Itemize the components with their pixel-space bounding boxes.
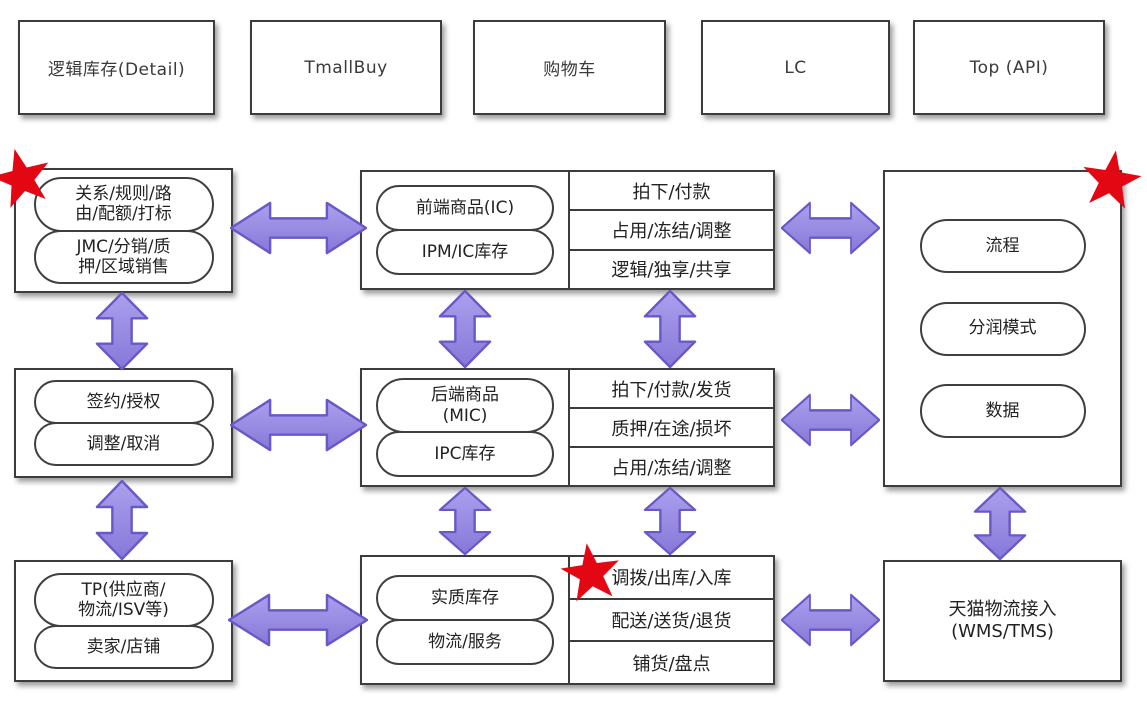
center-row3-cells: 调拨/出库/入库 配送/送货/退货 铺货/盘点 [570,557,773,683]
top-box-tmallbuy: TmallBuy [250,20,442,115]
v-arrow-center-right-row1-row2 [643,290,697,368]
top-box-label: 购物车 [543,60,596,80]
center-box-row2: 后端商品 (MIC) IPC库存 拍下/付款/发货 质押/在途/损坏 占用/冻结… [360,368,775,487]
cell-order-pay: 拍下/付款 [570,172,773,212]
v-arrow-right-main-bottom [973,487,1027,560]
v-arrow-center-left-row1-row2 [438,290,492,368]
top-box-label: LC [784,57,807,78]
cell-occupy-freeze-adjust: 占用/冻结/调整 [570,211,773,251]
oval-data: 数据 [919,383,1086,438]
center-row3-ovals: 实质库存 物流/服务 [362,557,570,683]
center-row1-cells: 拍下/付款 占用/冻结/调整 逻辑/独享/共享 [570,172,773,288]
oval-tp-supplier: TP(供应商/ 物流/ISV等) [33,572,214,628]
oval-physical-inventory: 实质库存 [376,575,554,621]
oval-frontend-item-ic: 前端商品(IC) [376,185,554,231]
top-box-label: 逻辑库存(Detail) [47,60,186,80]
top-box-lc: LC [701,20,890,115]
top-box-cart: 购物车 [473,20,666,115]
v-arrow-center-left-row2-row3 [438,487,492,555]
center-row2-cells: 拍下/付款/发货 质押/在途/损坏 占用/冻结/调整 [570,370,773,485]
cell-stocking-stocktake: 铺货/盘点 [632,653,711,675]
right-box-tmall-logistics: 天猫物流接入 (WMS/TMS) [883,560,1122,682]
v-arrow-left-row1-row2 [95,292,149,370]
top-box-label: TmallBuy [304,57,388,78]
h-arrow-row2-left-center [230,398,367,452]
center-row1-ovals: 前端商品(IC) IPM/IC库存 [362,172,570,288]
right-box-main: 流程 分润模式 数据 [883,170,1122,487]
oval-adjust-cancel: 调整/取消 [33,422,214,466]
oval-jmc-distribution: JMC/分销/质 押/区域销售 [33,229,214,284]
cell-dispatch-delivery-return: 配送/送货/退货 [570,600,773,643]
oval-ipc-inventory: IPC库存 [376,430,554,477]
top-box-logical-inventory: 逻辑库存(Detail) [18,20,215,115]
oval-relations-rules: 关系/规则/路 由/配额/打标 [33,177,214,232]
cell-pledge-transit-damage: 质押/在途/损坏 [570,409,773,448]
oval-backend-item-mic: 后端商品 (MIC) [376,378,554,433]
left-box-row1: 关系/规则/路 由/配额/打标 JMC/分销/质 押/区域销售 [14,168,233,293]
oval-seller-shop: 卖家/店铺 [33,625,214,670]
left-box-row2: 签约/授权 调整/取消 [14,368,233,478]
oval-ipm-ic-inventory: IPM/IC库存 [376,229,554,275]
oval-profit-sharing-model: 分润模式 [919,301,1086,356]
top-box-top-api: Top (API) [913,20,1105,115]
h-arrow-row3-left-center [228,593,368,647]
center-box-row1: 前端商品(IC) IPM/IC库存 拍下/付款 占用/冻结/调整 逻辑/独享/共… [360,170,775,290]
cell-occupy-freeze-adjust2: 占用/冻结/调整 [611,457,732,479]
center-row2-ovals: 后端商品 (MIC) IPC库存 [362,370,570,485]
v-arrow-center-right-row2-row3 [643,487,697,555]
cell-logical-exclusive-shared: 逻辑/独享/共享 [611,260,732,282]
h-arrow-row1-left-center [230,201,367,255]
oval-sign-authorize: 签约/授权 [33,380,214,424]
star-icon-top-right [1076,146,1147,217]
h-arrow-row2-center-right [781,393,880,447]
left-box-row3: TP(供应商/ 物流/ISV等) 卖家/店铺 [14,560,233,682]
cell-order-pay-ship: 拍下/付款/发货 [570,370,773,409]
tmall-logistics-label: 天猫物流接入 (WMS/TMS) [948,598,1057,643]
v-arrow-left-row2-row3 [95,480,149,560]
top-box-label: Top (API) [969,57,1049,78]
cell-transfer-outbound-inbound: 调拨/出库/入库 [570,557,773,600]
h-arrow-row1-center-right [781,201,880,255]
oval-process: 流程 [919,219,1086,274]
star-icon-bottom-center [556,539,626,609]
star-icon-top-left [0,141,60,216]
center-box-row3: 实质库存 物流/服务 调拨/出库/入库 配送/送货/退货 铺货/盘点 [360,555,775,685]
h-arrow-row3-center-right [781,593,880,647]
oval-logistics-service: 物流/服务 [376,619,554,665]
